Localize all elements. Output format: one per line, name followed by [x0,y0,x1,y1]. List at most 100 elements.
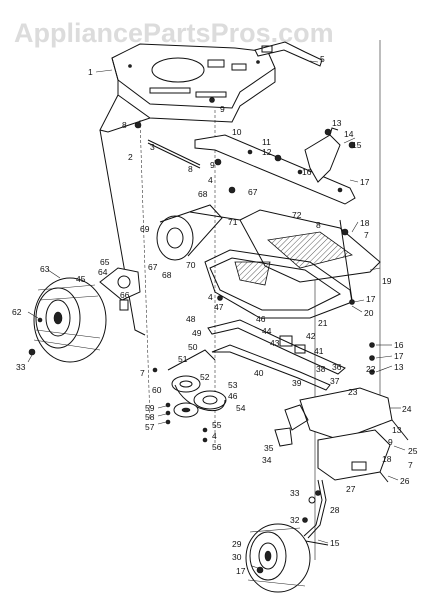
callout-17c: 17 [394,351,404,361]
wheel-hub [99,267,141,311]
callout-1: 1 [88,67,93,77]
callout-72: 72 [292,210,302,220]
callout-13b: 13 [394,362,404,372]
callout-48: 48 [186,314,196,324]
callout-9b: 9 [210,160,215,170]
callout-64: 64 [98,267,108,277]
callout-57: 57 [145,422,155,432]
callout-17: 17 [360,177,370,187]
callout-22: 22 [366,364,376,374]
callout-65: 65 [100,257,110,267]
callout-9c: 9 [388,437,393,447]
callout-8: 8 [122,120,127,130]
callout-62: 62 [12,307,22,317]
callout-4c: 4 [212,431,217,441]
deck-plate [239,209,381,283]
bracket-14 [304,127,341,183]
callout-67: 67 [248,187,258,197]
callout-59: 59 [145,403,155,413]
callout-40: 40 [254,368,264,378]
callout-9: 9 [220,104,225,114]
callout-21: 21 [318,318,328,328]
callout-53: 53 [228,380,238,390]
callout-28: 28 [330,505,340,515]
callout-38: 38 [316,364,326,374]
callout-71: 71 [228,217,238,227]
callout-2: 2 [128,152,133,162]
callout-30: 30 [232,552,242,562]
support-frame [204,219,353,319]
callout-36: 36 [332,362,342,372]
linkage-arms [207,319,346,391]
callout-14: 14 [344,129,354,139]
axle-bar [194,134,356,205]
callout-44: 44 [262,326,272,336]
callout-18: 18 [360,218,370,228]
chassis-frame [99,43,276,336]
callout-20: 20 [364,308,374,318]
callout-3: 3 [150,142,155,152]
callout-4: 4 [208,175,213,185]
callout-58: 58 [145,412,155,422]
callout-5: 5 [320,54,325,64]
callout-8b: 8 [188,164,193,174]
front-bracket [274,387,409,483]
callout-46: 46 [256,314,266,324]
callout-37: 37 [330,376,340,386]
front-wheel [245,523,311,593]
callout-67b: 67 [148,262,158,272]
drive-pulleys [167,349,227,418]
callout-42: 42 [306,331,316,341]
callout-39: 39 [292,378,302,388]
callout-18b: 18 [382,454,392,464]
callout-41: 41 [314,346,324,356]
callout-labels: 1 5 8 9 2 3 8 9 10 11 12 13 14 15 16 17 … [12,54,418,576]
callout-13: 13 [332,118,342,128]
callout-7b: 7 [140,368,145,378]
callout-51: 51 [178,354,188,364]
callout-35: 35 [264,443,274,453]
callout-70: 70 [186,260,196,270]
callout-60: 60 [152,385,162,395]
callout-55: 55 [212,420,222,430]
callout-69: 69 [140,224,150,234]
callout-52: 52 [200,372,210,382]
callout-23: 23 [348,387,358,397]
callout-15b: 15 [330,538,340,548]
callout-47: 47 [214,302,224,312]
callout-68: 68 [198,189,208,199]
rear-wheel [33,277,107,363]
callout-7: 7 [364,230,369,240]
callout-7c: 7 [408,460,413,470]
callout-50: 50 [188,342,198,352]
steering-rod [254,41,323,67]
steering-arm [299,479,329,546]
callout-27: 27 [346,484,356,494]
callout-63: 63 [40,264,50,274]
callout-4b: 4 [208,292,213,302]
callout-15: 15 [352,140,362,150]
callout-17b: 17 [366,294,376,304]
callout-11: 11 [262,137,271,147]
callout-46b: 46 [228,391,238,401]
callout-10: 10 [232,127,242,137]
callout-56: 56 [212,442,222,452]
callout-26: 26 [400,476,410,486]
rod-6 [147,139,201,166]
callout-17d: 17 [236,566,246,576]
callout-24: 24 [402,404,412,414]
leader-lines [27,60,406,569]
callout-16: 16 [302,167,312,177]
callout-34: 34 [262,455,272,465]
callout-12: 12 [262,147,272,157]
callout-29: 29 [232,539,242,549]
callout-45: 45 [76,274,86,284]
assembly-axis-lines [139,40,381,560]
callout-25: 25 [408,446,418,456]
callout-33b: 33 [290,488,300,498]
callout-8c: 8 [316,220,321,230]
callout-33: 33 [16,362,26,372]
callout-16b: 16 [394,340,404,350]
pulley-assembly [156,204,241,261]
